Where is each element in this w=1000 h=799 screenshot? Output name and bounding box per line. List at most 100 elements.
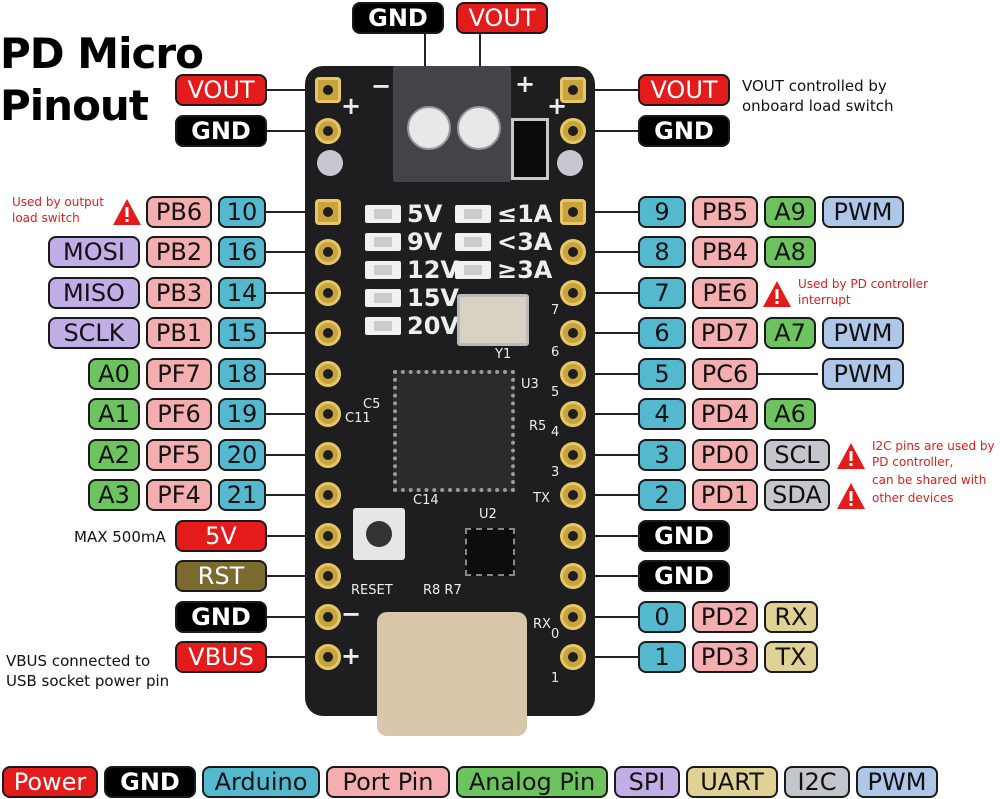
right-6-6: 6 (638, 317, 686, 349)
pad-right-7 (560, 361, 586, 387)
left-7-a0: A0 (88, 358, 140, 390)
left-4-16: 16 (218, 236, 266, 268)
right-3-pb5: PB5 (692, 196, 758, 228)
silk-u2: U2 (479, 507, 497, 522)
title-line-2: Pinout (0, 81, 149, 130)
top-gnd-label: GND (352, 2, 444, 34)
pad-left-5 (315, 280, 341, 306)
silk-c14: C14 (413, 493, 439, 508)
left-9-20: 20 (218, 439, 266, 471)
left-2-gnd: GND (175, 115, 267, 147)
right-4-8: 8 (638, 236, 686, 268)
right-10-2: 2 (638, 479, 686, 511)
warn-i2c-line-4: other devices (872, 491, 954, 505)
pad-right-5 (560, 280, 586, 306)
left-3-10: 10 (218, 196, 266, 228)
leader-left-1 (266, 89, 306, 91)
led-3a-high (455, 261, 491, 279)
legend-analog-pin: Analog Pin (456, 766, 608, 798)
leader-left-13 (266, 616, 306, 618)
left-5-pb3: PB3 (146, 277, 212, 309)
left-8-pf6: PF6 (146, 398, 212, 430)
leader-left-11 (266, 535, 306, 537)
leader-left-2 (266, 130, 306, 132)
left-11-5v: 5V (175, 520, 267, 552)
silk-c5: C5 (363, 397, 381, 412)
note-max-500ma: MAX 500mA (74, 528, 166, 546)
pad-right-1 (560, 77, 586, 103)
leader-right-2 (594, 130, 638, 132)
silk-rx: RX (533, 617, 551, 632)
leader-right-1 (594, 89, 638, 91)
silk-num-1: 1 (551, 671, 560, 686)
led-20v (365, 317, 401, 335)
pad-right-3 (560, 199, 586, 225)
silk-current-1: ≤1A (497, 200, 553, 228)
screw-right (457, 106, 501, 150)
leader-right-13 (594, 616, 638, 618)
right-8-4: 4 (638, 398, 686, 430)
screw-left (407, 106, 451, 150)
legend-uart: UART (686, 766, 778, 798)
left-3-pb6: PB6 (146, 196, 212, 228)
left-5-14: 14 (218, 277, 266, 309)
pad-right-4 (560, 239, 586, 265)
led-3a-low (455, 233, 491, 251)
silk-r5: R5 (529, 419, 547, 434)
right-11-gnd: GND (638, 520, 730, 552)
crystal-y1 (457, 294, 529, 346)
left-6-pb1: PB1 (146, 317, 212, 349)
silk-u3: U3 (521, 377, 539, 392)
leader-right-12 (594, 575, 638, 577)
left-9-pf5: PF5 (146, 439, 212, 471)
silk-minus-bottom: − (341, 600, 362, 628)
leader-right-7 (594, 373, 638, 375)
silk-15v: 15V (407, 284, 459, 312)
mosfet (511, 118, 549, 180)
right-9-pd0: PD0 (692, 439, 758, 471)
led-5v (365, 205, 401, 223)
right-13-0: 0 (638, 601, 686, 633)
silk-plus: + (515, 70, 536, 98)
left-9-a2: A2 (88, 439, 140, 471)
leader-right-8 (594, 413, 638, 415)
leader-pc6-pwm (756, 373, 818, 375)
leader-right-4 (594, 251, 638, 253)
leader-right-14 (594, 656, 638, 658)
right-7-5: 5 (638, 358, 686, 390)
silk-r8r7: R8 R7 (423, 583, 462, 598)
pad-right-11 (560, 523, 586, 549)
legend-power: Power (2, 766, 98, 798)
silk-num-0: 0 (551, 627, 560, 642)
legend-gnd: GND (104, 766, 196, 798)
right-14-tx: TX (764, 641, 818, 673)
led-12v (365, 261, 401, 279)
pad-right-8 (560, 401, 586, 427)
pad-left-14 (315, 644, 341, 670)
right-3-a9: A9 (764, 196, 816, 228)
right-6-pwm: PWM (822, 317, 904, 349)
right-3-pwm: PWM (822, 196, 904, 228)
right-4-pb4: PB4 (692, 236, 758, 268)
left-13-gnd: GND (175, 601, 267, 633)
silk-reset: RESET (351, 583, 393, 598)
reset-button[interactable] (353, 508, 405, 560)
pad-left-11 (315, 523, 341, 549)
left-8-19: 19 (218, 398, 266, 430)
warn-pe6-line-2: interrupt (798, 293, 851, 307)
legend-port-pin: Port Pin (326, 766, 450, 798)
right-6-pd7: PD7 (692, 317, 758, 349)
left-10-a3: A3 (88, 479, 140, 511)
warn-i2c-line-1: I2C pins are used by (872, 439, 995, 453)
title-line-1: PD Micro (0, 29, 204, 78)
left-7-18: 18 (218, 358, 266, 390)
left-14-vbus: VBUS (175, 641, 267, 673)
screw-terminal (393, 66, 511, 182)
silk-num-6: 6 (551, 345, 560, 360)
silk-5v: 5V (407, 200, 443, 228)
silk-20v: 20V (407, 312, 459, 340)
silk-num-5: 5 (551, 385, 560, 400)
led-9v (365, 233, 401, 251)
legend-spi: SPI (614, 766, 680, 798)
left-5-miso: MISO (48, 277, 140, 309)
